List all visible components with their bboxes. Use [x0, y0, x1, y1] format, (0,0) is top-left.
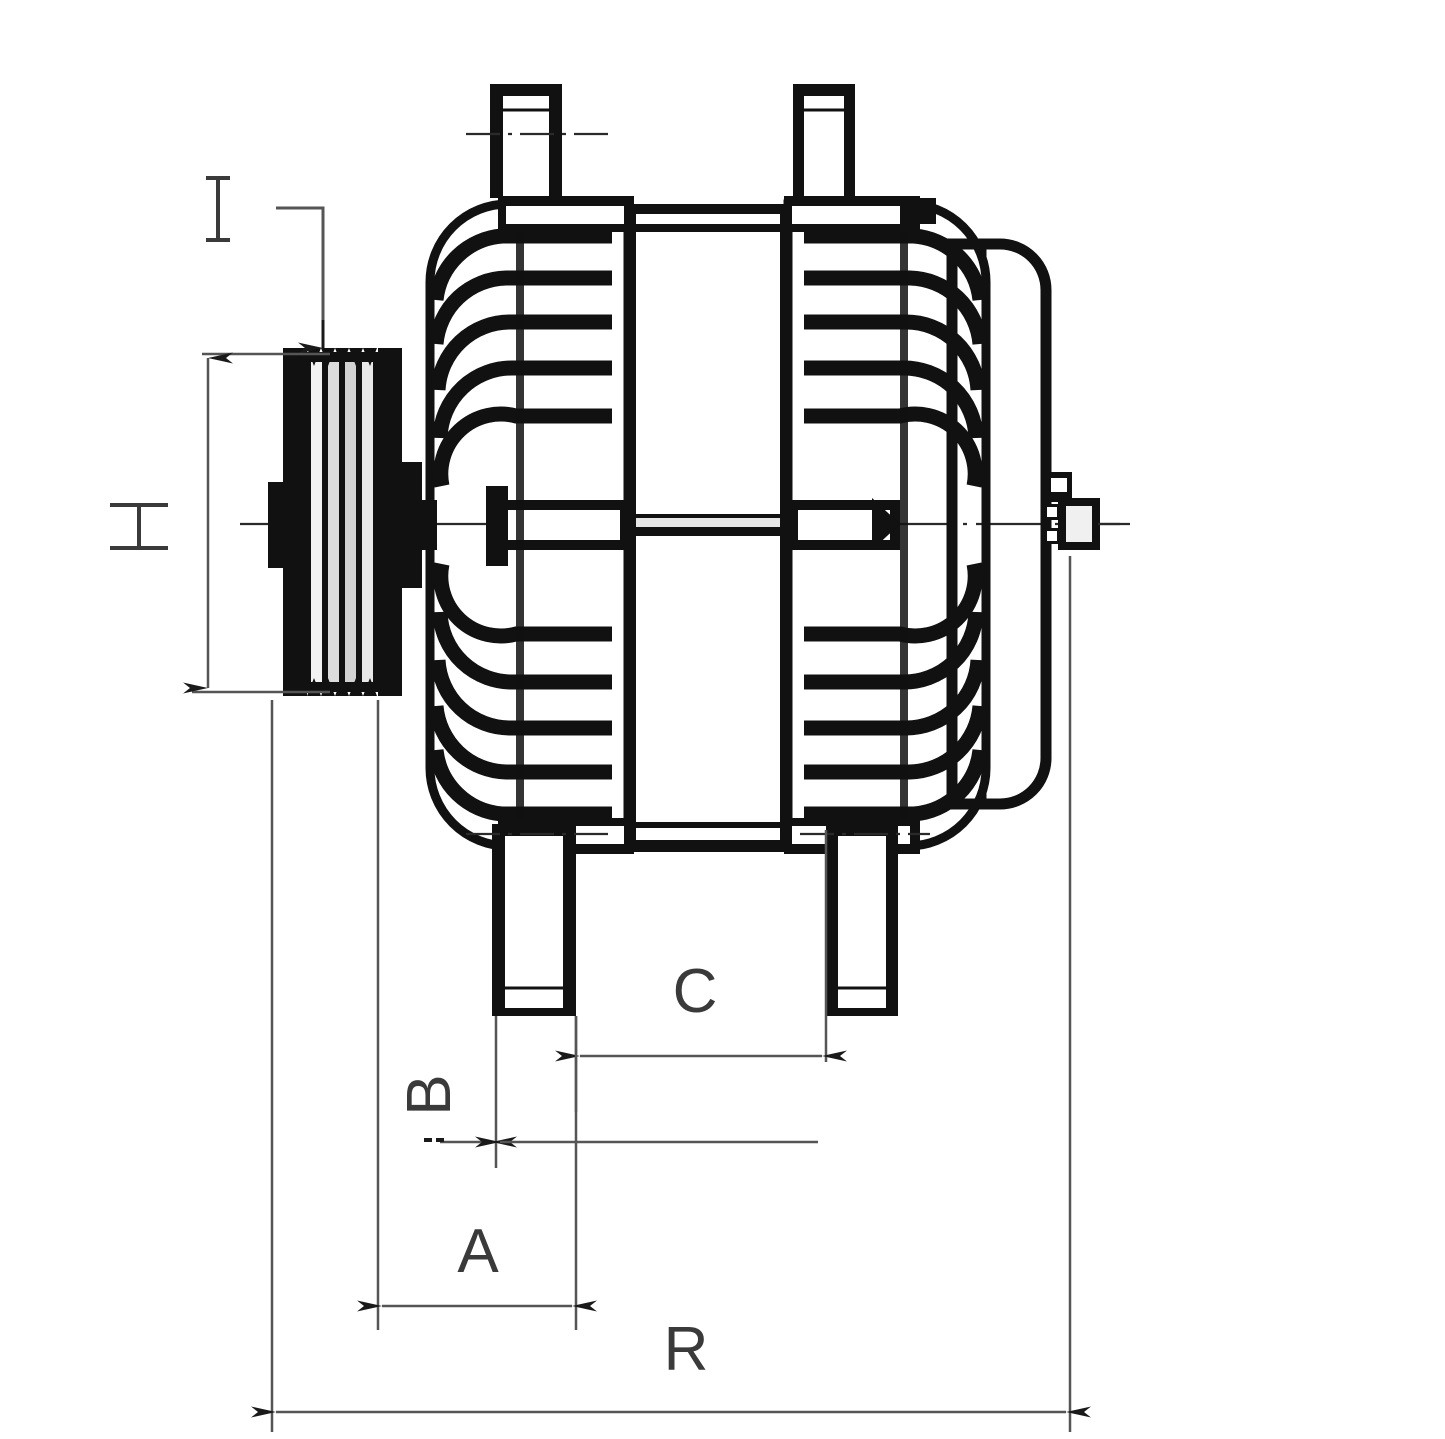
- lower-mounting-foot-front: [466, 824, 608, 1016]
- dimension-H: [110, 352, 330, 694]
- poly-v-pulley: [268, 348, 437, 696]
- dimension-label-A: A: [457, 1217, 499, 1286]
- dimension-B: B: [395, 1016, 818, 1200]
- dimension-C: C: [555, 830, 847, 1112]
- dimension-R: R: [251, 556, 1091, 1432]
- dimension-label-C: C: [673, 957, 718, 1026]
- dimension-I: [206, 176, 325, 354]
- upper-mounting-lug-front: [466, 84, 608, 198]
- b-plus-terminal-stud: [1044, 472, 1130, 550]
- upper-mounting-lug-rear: [793, 84, 855, 198]
- stator-centre-section: [628, 204, 788, 852]
- dimension-label-R: R: [664, 1315, 709, 1384]
- dimension-label-B: B: [395, 1074, 464, 1115]
- dimension-A: A: [357, 700, 597, 1330]
- rear-cover: [946, 238, 1052, 810]
- lower-mounting-foot-rear: [800, 824, 930, 1016]
